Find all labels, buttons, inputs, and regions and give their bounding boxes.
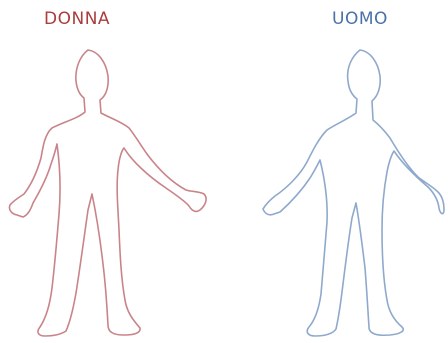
donna-body-outline (9, 50, 206, 336)
uomo-body-outline (263, 50, 444, 336)
donna-label: DONNA (44, 9, 110, 29)
uomo-label: UOMO (332, 9, 388, 29)
uomo-figure-svg (232, 38, 444, 340)
donna-figure-svg (0, 38, 212, 340)
donna-body-outline-icon (0, 38, 212, 340)
uomo-body-outline-icon (232, 38, 444, 340)
